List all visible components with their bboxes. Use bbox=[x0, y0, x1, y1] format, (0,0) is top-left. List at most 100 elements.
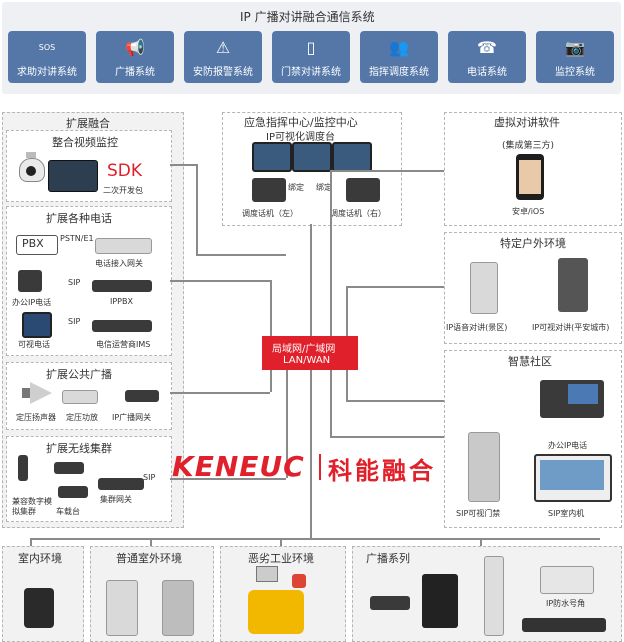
community-phone-label: 办公IP电话 bbox=[548, 441, 588, 450]
industrial-phone-device bbox=[248, 590, 304, 634]
bottom-broadcast-title: 广播系列 bbox=[366, 552, 410, 565]
pstn-label: PSTN/E1 bbox=[60, 234, 94, 243]
pbx-box bbox=[16, 235, 58, 255]
brand-logo: KENEUC bbox=[172, 450, 305, 483]
link-community bbox=[346, 400, 444, 402]
car-radio-device bbox=[54, 462, 84, 474]
camera-icon: 📷 bbox=[565, 38, 585, 57]
broadcast-gateway-label: IP广播网关 bbox=[112, 413, 152, 422]
fusion-title: 扩展融合 bbox=[66, 117, 110, 130]
console-screen-3 bbox=[332, 142, 372, 172]
bottom-outdoor-title: 普通室外环境 bbox=[116, 552, 182, 565]
waterproof-horn-label: IP防水号角 bbox=[546, 599, 586, 608]
rack-device bbox=[522, 618, 606, 632]
system-button-1[interactable]: SOS 求助对讲系统 bbox=[8, 31, 86, 83]
drop-indoor bbox=[30, 538, 32, 546]
system-button-4[interactable]: ▯门禁对讲系统 bbox=[272, 31, 350, 83]
sip-door-device bbox=[468, 432, 500, 502]
indoor-monitor-label: SIP室内机 bbox=[548, 509, 585, 518]
radio-device bbox=[18, 455, 28, 481]
page-title: IP 广播对讲融合通信系统 bbox=[240, 10, 375, 24]
system-button-7[interactable]: 📷 监控系统 bbox=[536, 31, 614, 83]
office-phone-device bbox=[18, 270, 42, 292]
system-button-6[interactable]: ☎ 电话系统 bbox=[448, 31, 526, 83]
bind-label-1: 绑定 bbox=[288, 183, 304, 192]
system-button-label: 求助对讲系统 bbox=[17, 67, 77, 78]
broadcast-speaker-box bbox=[422, 574, 458, 628]
indoor-intercom-device bbox=[24, 588, 54, 628]
column-speaker-device bbox=[484, 556, 504, 636]
system-button-2[interactable]: 📢 广播系统 bbox=[96, 31, 174, 83]
alarm-icon: ⚠ bbox=[215, 38, 231, 57]
network-trunk-horizontal bbox=[30, 538, 600, 540]
community-ip-phone-screen bbox=[568, 384, 598, 404]
sip-door-label: SIP可视门禁 bbox=[456, 509, 501, 518]
video-wall bbox=[48, 160, 98, 192]
waterproof-horn-device bbox=[540, 566, 594, 594]
bottom-indoor-title: 室内环境 bbox=[18, 552, 62, 565]
link-broadcast bbox=[170, 392, 270, 394]
command-subtitle: IP可视化调度台 bbox=[266, 132, 335, 143]
link-community-2 bbox=[330, 436, 444, 438]
car-radio-device-2 bbox=[58, 486, 88, 498]
link-broadcast-vert bbox=[270, 368, 272, 392]
amplifier-device bbox=[62, 390, 98, 404]
brand-logo-cn: 科能融合 bbox=[328, 457, 436, 485]
link-wireless bbox=[170, 478, 286, 480]
bind-label-2: 绑定 bbox=[316, 183, 332, 192]
system-button-3[interactable]: ⚠安防报警系统 bbox=[184, 31, 262, 83]
pbx-label: PBX bbox=[22, 237, 44, 250]
broadcast-title: 扩展公共广播 bbox=[46, 368, 112, 381]
sdk-sub: 二次开发包 bbox=[103, 186, 143, 195]
system-button-label: 广播系统 bbox=[115, 67, 155, 78]
outdoor-intercom-right bbox=[558, 258, 588, 312]
network-line-2: LAN/WAN bbox=[283, 355, 331, 366]
virtual-sub: (集成第三方) bbox=[502, 141, 555, 151]
link-phone bbox=[170, 280, 270, 282]
network-line-1: 局域网/广域网 bbox=[272, 344, 336, 355]
system-button-label: 监控系统 bbox=[555, 67, 595, 78]
system-button-5[interactable]: 👥指挥调度系统 bbox=[360, 31, 438, 83]
link-video-vert bbox=[196, 164, 198, 254]
outdoor-left-label: IP语音对讲(景区) bbox=[446, 323, 508, 332]
wireless-box bbox=[6, 436, 172, 522]
video-phone-device bbox=[22, 312, 52, 338]
outdoor-right-label: IP可视对讲(平安城市) bbox=[532, 323, 610, 332]
office-phone-label: 办公IP电话 bbox=[12, 298, 52, 307]
network-trunk-vertical bbox=[310, 224, 312, 538]
sip-label-2: SIP bbox=[68, 317, 81, 326]
car-radio-label: 车载台 bbox=[56, 507, 80, 516]
indoor-monitor-screen bbox=[540, 460, 604, 490]
link-wireless-vert bbox=[286, 368, 288, 478]
smartphone-screen bbox=[519, 160, 541, 194]
phone-title: 扩展各种电话 bbox=[46, 212, 112, 225]
warning-light-icon bbox=[292, 574, 306, 588]
megaphone-icon: 📢 bbox=[125, 38, 145, 57]
drop-outdoor bbox=[150, 538, 152, 546]
wireless-title: 扩展无线集群 bbox=[46, 442, 112, 455]
sdk-label: SDK bbox=[107, 161, 143, 181]
link-community-vert bbox=[346, 368, 348, 400]
community-title: 智慧社区 bbox=[508, 355, 552, 368]
link-outdoor-vert bbox=[346, 286, 348, 336]
virtual-os: 安卓/iOS bbox=[512, 207, 545, 216]
broadcast-gateway-device bbox=[125, 390, 159, 402]
broadcast-amp-device bbox=[370, 596, 410, 610]
system-button-label: 电话系统 bbox=[467, 67, 507, 78]
phone-gateway-device bbox=[95, 238, 152, 254]
bottom-industrial-title: 恶劣工业环境 bbox=[248, 552, 314, 565]
dome-camera-icon bbox=[18, 152, 45, 182]
wireless-sip: SIP bbox=[143, 473, 156, 482]
phone-icon: ☎ bbox=[477, 38, 497, 57]
link-outdoor bbox=[346, 286, 444, 288]
door-icon: ▯ bbox=[306, 38, 316, 57]
drop-broadcast bbox=[480, 538, 482, 546]
ims-label: 电信运营商IMS bbox=[96, 340, 151, 349]
trunk-gateway-label: 集群网关 bbox=[100, 495, 132, 504]
virtual-title: 虚拟对讲软件 bbox=[494, 116, 560, 129]
video-title: 整合视频监控 bbox=[52, 136, 118, 149]
industrial-horn-icon bbox=[256, 566, 278, 582]
sos-icon: SOS bbox=[38, 43, 56, 52]
dispatch-icon: 👥 bbox=[389, 38, 409, 57]
drop-industrial bbox=[280, 538, 282, 546]
